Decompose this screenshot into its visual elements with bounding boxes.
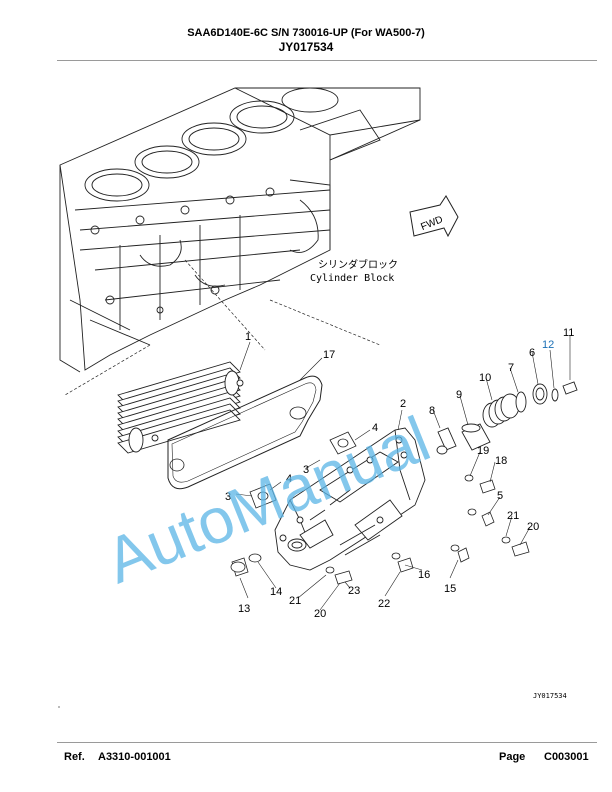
- callout-7: 7: [508, 362, 514, 374]
- callout-15: 15: [444, 583, 456, 595]
- ref-value: A3310-001001: [98, 751, 171, 763]
- parts-diagram: FWD シリンダブロック Cylinder Block: [59, 87, 578, 700]
- header-divider: [57, 60, 597, 61]
- footer-divider: [57, 742, 597, 743]
- callout-11: 11: [563, 327, 574, 339]
- callout-4b: 4: [286, 473, 292, 485]
- callout-9: 9: [456, 389, 462, 401]
- o-ring: [515, 391, 527, 413]
- callout-16: 16: [418, 569, 430, 581]
- cooler-gasket: [167, 375, 323, 490]
- oil-cooler-cover: [274, 427, 426, 571]
- cylinder-block-label-jp: シリンダブロック: [318, 258, 398, 271]
- model-title: SAA6D140E-6C S/N 730016-UP (For WA500-7): [187, 27, 425, 39]
- callout-12: 12: [542, 339, 554, 351]
- ref-label: Ref.: [64, 751, 85, 763]
- callout-13: 13: [238, 603, 250, 615]
- callout-4a: 4: [372, 422, 378, 434]
- page-label: Page: [499, 751, 526, 763]
- callout-19: 19: [477, 445, 489, 457]
- callout-3b: 3: [225, 491, 231, 503]
- drawing-code: JY017534: [278, 40, 334, 54]
- callout-21b: 21: [289, 595, 301, 607]
- callout-8: 8: [429, 405, 435, 417]
- callout-10: 10: [479, 372, 491, 384]
- callout-21a: 21: [507, 510, 519, 522]
- callout-22: 22: [378, 598, 390, 610]
- callout-3a: 3: [303, 464, 309, 476]
- bolt-11: [562, 381, 578, 395]
- cylinder-block-illustration: [59, 87, 421, 373]
- cylinder-block-label-en: Cylinder Block: [310, 273, 394, 284]
- callout-20a: 20: [527, 521, 539, 533]
- callout-5: 5: [497, 490, 503, 502]
- callout-17: 17: [323, 349, 335, 361]
- page-header: SAA6D140E-6C S/N 730016-UP (For WA500-7)…: [0, 26, 612, 55]
- callout-6: 6: [529, 347, 535, 359]
- callout-14: 14: [270, 586, 282, 598]
- callout-23: 23: [348, 585, 360, 597]
- callout-labels: 1 2 3 3 4 4 5 6 7 8 9 10 11 12 13 14 15 …: [225, 327, 574, 620]
- washer: [551, 388, 559, 402]
- callout-2: 2: [400, 398, 406, 410]
- fwd-arrow-icon: FWD: [409, 195, 459, 238]
- callout-1: 1: [245, 331, 251, 343]
- page-value: C003001: [544, 751, 589, 763]
- valve-spring: [482, 393, 520, 428]
- drawing-number: JY017534: [533, 692, 567, 700]
- callout-18: 18: [495, 455, 507, 467]
- valve-body: [437, 427, 457, 451]
- mark-dot: [58, 706, 60, 708]
- callout-20b: 20: [314, 608, 326, 620]
- oil-cooler-element: [117, 361, 244, 454]
